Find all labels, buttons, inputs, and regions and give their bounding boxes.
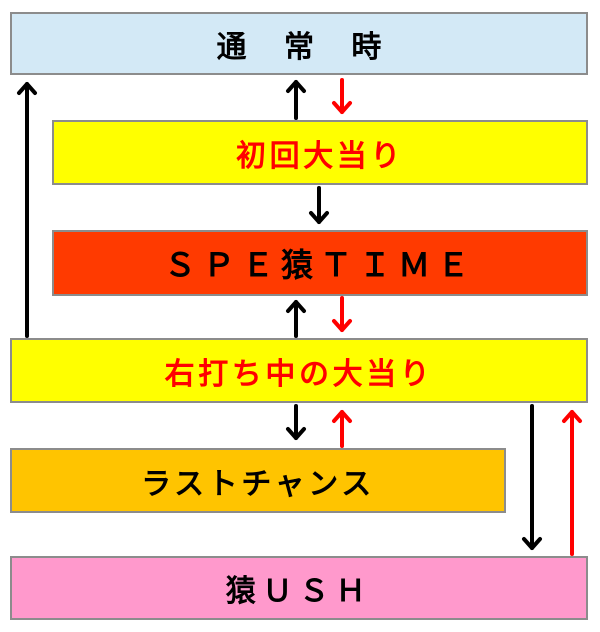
node-first-hit-label: 初回大当り [236,138,404,174]
node-spe-time: ＳＰＥ猿ＴＩＭＥ [52,230,588,296]
arrow-spe-to-right [332,296,352,332]
node-last-chance-label: ラストチャンス [141,466,375,502]
arrow-right-to-last [286,404,306,440]
node-rush-label: 猿ＵＳＨ [225,574,373,609]
arrow-rush-to-right [562,410,582,556]
arrow-last-to-right [332,410,352,448]
arrow-right-to-normal [17,82,37,338]
node-last-chance: ラストチャンス [10,448,506,513]
arrow-right-to-spe [286,300,306,338]
node-first-hit: 初回大当り [52,120,588,185]
node-right-hit-label: 右打ち中の大当り [164,356,434,392]
node-spe-time-label: ＳＰＥ猿ＴＩＭＥ [163,246,477,284]
arrow-first-to-spe [309,186,329,224]
arrow-normal-to-first [332,78,352,114]
node-normal-label: 通 常 時 [216,29,395,65]
node-right-hit: 右打ち中の大当り [10,338,588,403]
arrow-first-to-normal [286,80,306,120]
arrow-right-to-rush [522,404,542,550]
node-rush: 猿ＵＳＨ [10,556,588,620]
node-normal: 通 常 時 [10,12,588,75]
